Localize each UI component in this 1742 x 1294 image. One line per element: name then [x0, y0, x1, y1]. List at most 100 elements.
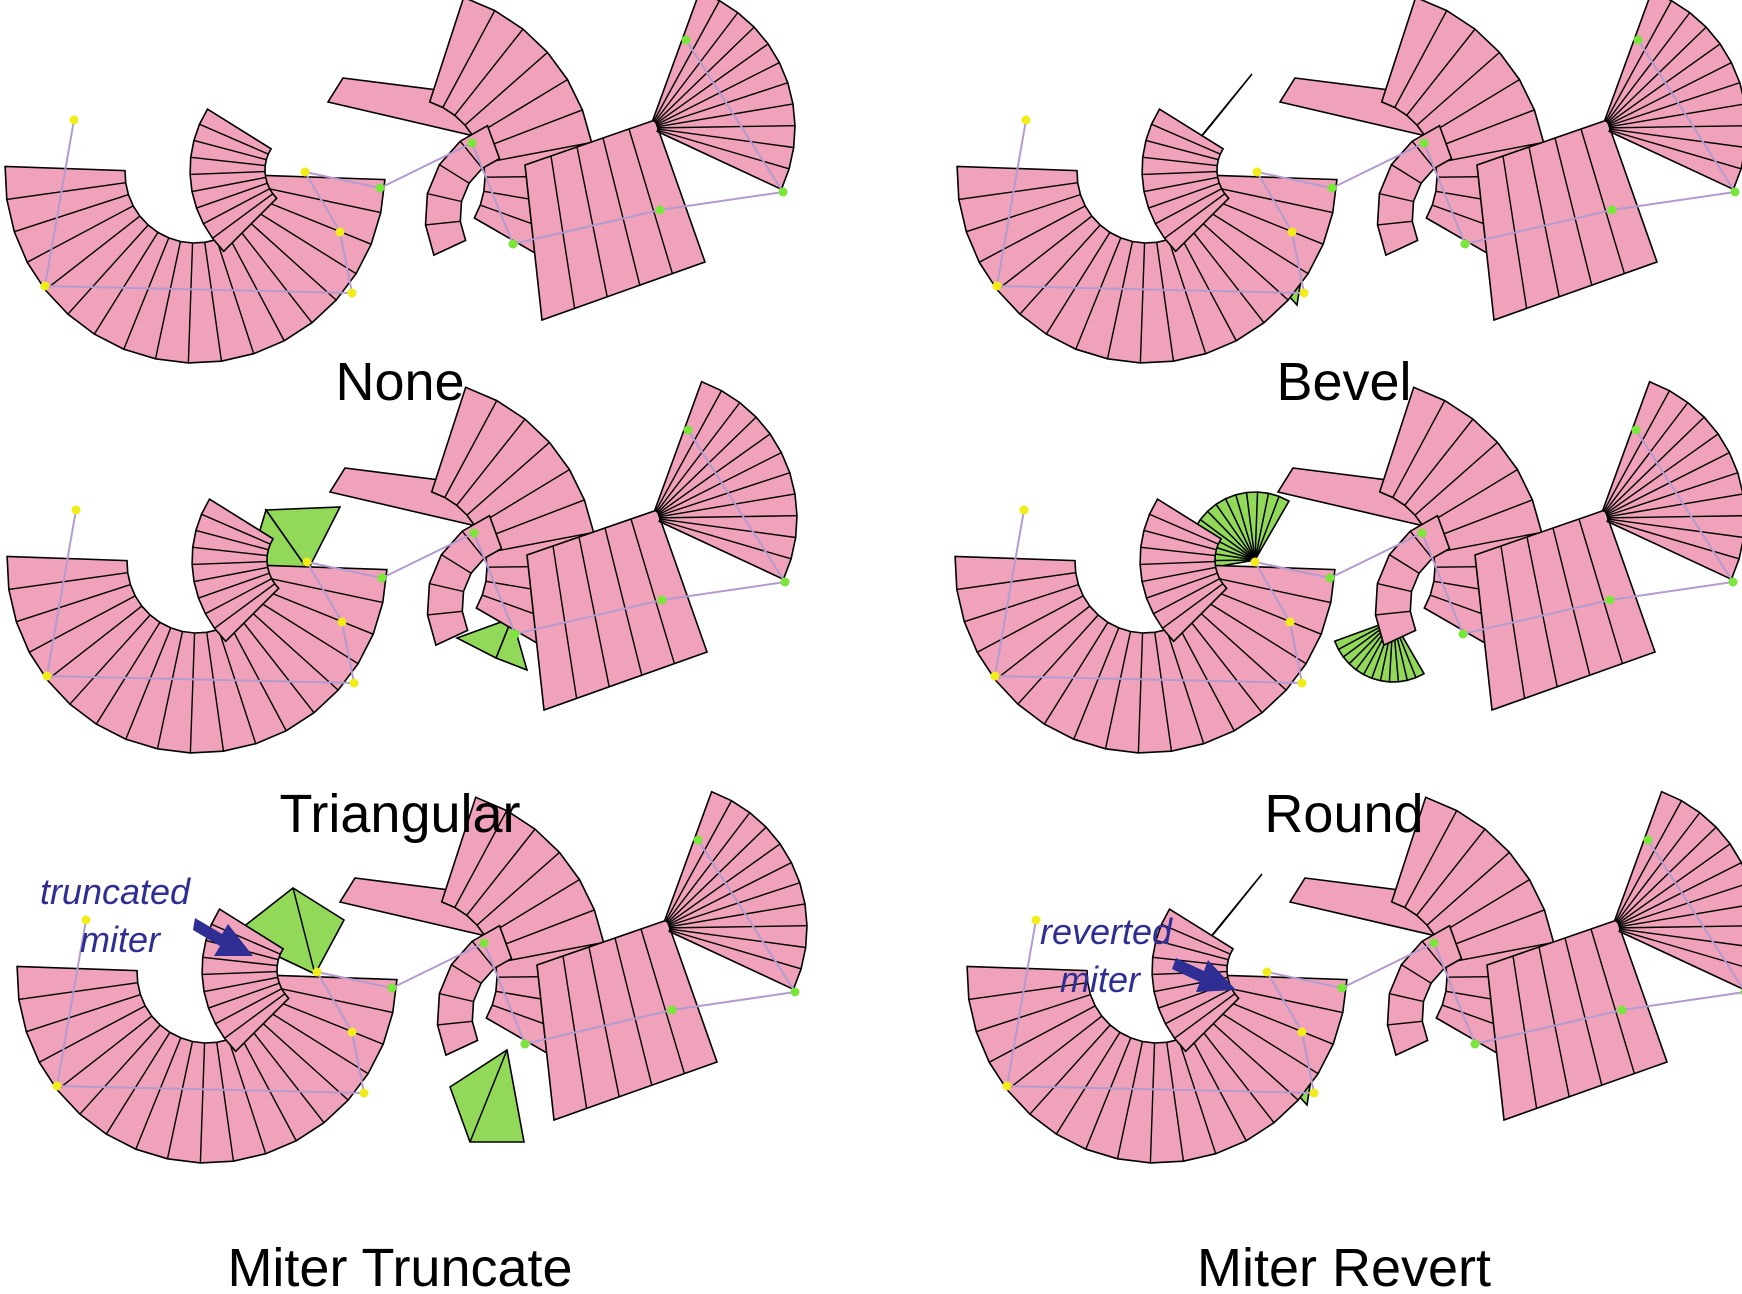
segment-middle-arc-slice [1394, 10, 1448, 108]
segment-inner-fan-slice [451, 964, 482, 984]
segment-left-arc-slice [18, 982, 138, 1001]
segment-left-arc-slice [1055, 1031, 1121, 1135]
control-point [1297, 678, 1307, 688]
segment-middle-arc-slice [1414, 441, 1498, 516]
segment-upper-fan-slice [1174, 993, 1236, 1039]
segment-middle-arc-slice [1404, 810, 1458, 908]
segment-upper-fan-slice [192, 546, 268, 557]
control-point [508, 239, 518, 249]
segment-middle-arc-slice [1435, 141, 1544, 164]
control-point [71, 505, 81, 515]
segment-left-arc-slice [1196, 609, 1287, 691]
segment-right-arc-slice [657, 82, 788, 127]
control-point [479, 938, 489, 948]
segment-rectangle-slice [614, 937, 653, 1086]
segment-middle-arc-slice [1416, 51, 1500, 126]
segment-right-arc-slice [653, 0, 721, 122]
control-point [337, 617, 347, 627]
segment-upper-fan-slice [192, 560, 268, 566]
segment-left-arc-slice [204, 242, 223, 362]
segment-right-arc-slice [669, 929, 802, 970]
segment-left-arc-slice [1221, 998, 1334, 1045]
control-point [1470, 1039, 1480, 1049]
control-point [375, 183, 385, 193]
join-round-upper-spoke [1215, 503, 1256, 561]
segment-inner-fan-slice [1377, 582, 1412, 593]
control-point [1285, 617, 1295, 627]
control-point [1327, 183, 1337, 193]
control-point [1002, 1081, 1012, 1091]
segment-middle-arc-slice [466, 828, 536, 916]
segment-upper-fan-slice [1152, 956, 1228, 967]
segment-left-arc-slice [258, 1019, 349, 1101]
segment-left-arc-slice [988, 1005, 1096, 1063]
segment-inner-fan-slice [429, 582, 464, 593]
control-point [780, 577, 790, 587]
control-point [1605, 595, 1615, 605]
segment-right-arc-slice [1604, 402, 1689, 513]
segment-left-arc-slice [26, 205, 134, 263]
segment-upper-fan-slice [205, 578, 272, 615]
segment-left-arc-slice [1017, 614, 1099, 705]
control-point [1728, 577, 1738, 587]
segment-left-arc-slice [1209, 588, 1322, 635]
control-point [1730, 187, 1740, 197]
segment-left-arc-slice [1165, 629, 1205, 744]
segment-inner-fan-slice [459, 140, 483, 169]
segment-right-arc-slice [1607, 26, 1707, 123]
control-point [1337, 983, 1347, 993]
segment-upper-fan-slice [193, 139, 267, 161]
control-point [667, 1005, 677, 1015]
segment-right-arc-slice [1606, 12, 1691, 123]
join-triangle-lower-b [455, 616, 514, 660]
segment-right-arc-slice [1615, 800, 1683, 922]
segment-inner-fan-slice [1409, 530, 1433, 559]
segment-left-arc-slice [1166, 1042, 1185, 1162]
segment-right-arc-slice [1609, 103, 1742, 128]
segment-left-arc-slice [135, 1037, 182, 1150]
panel-bevel [956, 0, 1742, 364]
segment-inner-fan-slice [1389, 992, 1424, 1003]
segment-left-arc-slice [239, 617, 315, 714]
segment-left-arc-slice [237, 227, 313, 324]
segment-right-arc-slice [1609, 125, 1742, 129]
segment-left-arc-slice [1137, 632, 1144, 753]
segment-right-arc-slice [1605, 416, 1705, 513]
segment-left-arc-slice [95, 621, 161, 725]
segment-left-arc-slice [154, 241, 182, 359]
control-point [52, 1081, 62, 1091]
segment-right-arc-slice [656, 402, 741, 513]
segment-middle-arc-slice [475, 468, 570, 528]
control-point [40, 281, 50, 291]
segment-right-arc-slice [665, 800, 733, 922]
segment-middle-arc-slice [1416, 828, 1486, 916]
segment-left-arc-slice [44, 215, 141, 291]
control-point [347, 1027, 357, 1037]
segment-middle-arc-slice [481, 499, 585, 540]
segment-left-arc-slice [6, 182, 126, 201]
control-point [335, 227, 345, 237]
control-point [1633, 35, 1643, 45]
segment-middle-arc-slice [1406, 28, 1476, 116]
control-point [510, 629, 520, 639]
segment-right-arc-slice [1609, 129, 1742, 170]
segment-left-arc-slice [1198, 219, 1289, 301]
segment-upper-fan-slice [203, 976, 278, 993]
segment-left-arc-slice [253, 209, 357, 275]
join-round-upper-spoke [1199, 519, 1256, 561]
segment-inner-fan-slice [1379, 192, 1414, 203]
segment-left-arc-slice [978, 205, 1086, 263]
segment-inner-fan-slice [471, 940, 495, 969]
segment-upper-fan-slice [1153, 578, 1220, 615]
annotation-reverted-text: reverted [1040, 911, 1173, 952]
segment-upper-fan-slice [203, 188, 270, 225]
segment-right-arc-slice [1619, 929, 1742, 967]
segment-middle-arc-slice [464, 51, 548, 126]
segment-inner-fan-slice [1377, 220, 1413, 226]
control-point [347, 288, 357, 298]
segment-right-arc-slice [657, 124, 795, 129]
join-round-upper-spoke [1245, 492, 1256, 561]
control-point [1297, 1027, 1307, 1037]
segment-upper-fan-slice [1155, 188, 1222, 225]
segment-middle-arc-slice [1425, 78, 1520, 138]
